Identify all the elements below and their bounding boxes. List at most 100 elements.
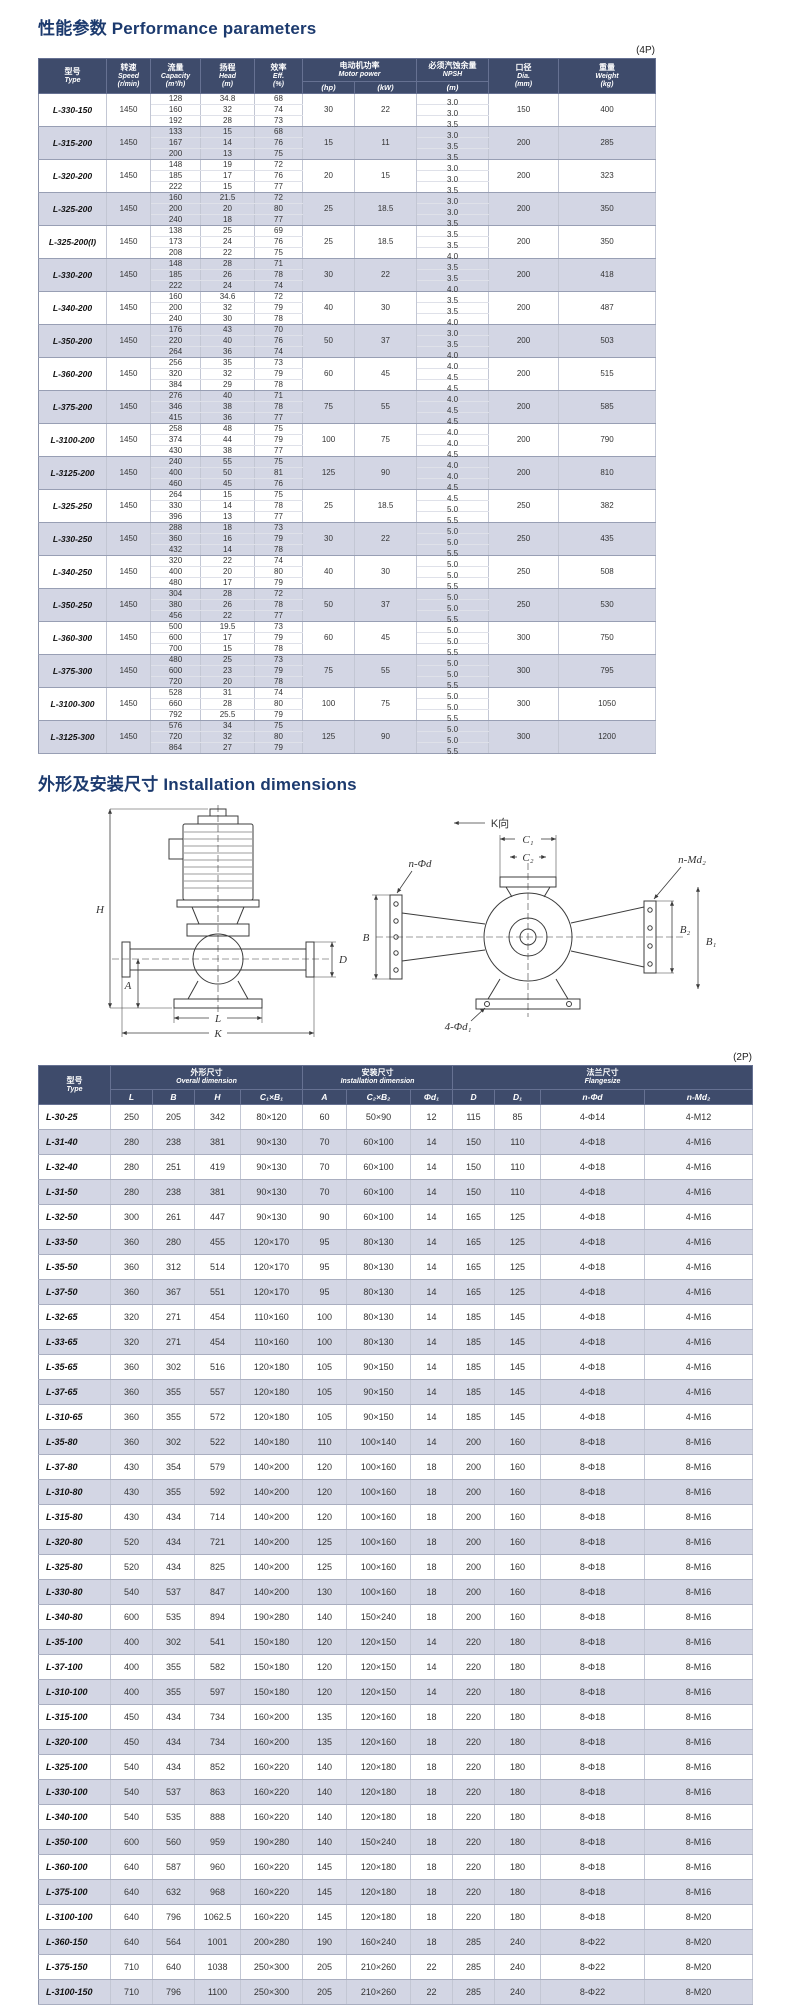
phi-d1-cell: 14 [410, 1229, 454, 1255]
dia-cell: 300 [488, 687, 559, 722]
dia-cell: 200 [488, 159, 559, 194]
h-cell: 551 [194, 1279, 241, 1305]
col-header-c2b2: C₂×B₂ [346, 1088, 411, 1105]
n-phi-d-cell: 8-Φ22 [540, 1979, 646, 2005]
a-cell: 70 [302, 1154, 347, 1180]
d1-cell: 160 [494, 1479, 542, 1505]
l-cell: 430 [110, 1504, 153, 1530]
capacity-cell: 264 [150, 346, 201, 359]
l-cell: 640 [110, 1929, 153, 1955]
d1-cell: 160 [494, 1454, 542, 1480]
a-cell: 140 [302, 1804, 347, 1830]
dia-cell: 250 [488, 522, 559, 557]
h-cell: 447 [194, 1204, 241, 1230]
eff-cell: 75 [254, 489, 303, 502]
weight-cell: 750 [558, 621, 656, 656]
npsh-cell: 5.0 [416, 588, 489, 602]
d-cell: 220 [452, 1804, 496, 1830]
n-md2-cell: 4-M16 [644, 1304, 754, 1330]
eff-cell: 79 [254, 632, 303, 645]
model-cell: L-340-200 [38, 291, 107, 326]
npsh-cell: 5.0 [416, 621, 489, 635]
l-cell: 430 [110, 1454, 153, 1480]
n-md2-cell: 4-M16 [644, 1254, 754, 1280]
d1-cell: 180 [494, 1854, 542, 1880]
c1b1-cell: 120×170 [240, 1229, 303, 1255]
c2b2-cell: 100×160 [346, 1529, 411, 1555]
d-cell: 220 [452, 1754, 496, 1780]
capacity-cell: 148 [150, 258, 201, 271]
a-cell: 120 [302, 1654, 347, 1680]
head-cell: 18 [200, 522, 255, 535]
npsh-cell: 5.5 [416, 643, 489, 657]
n-md2-cell: 8-M16 [644, 1454, 754, 1480]
l-cell: 640 [110, 1879, 153, 1905]
npsh-value: 3.5 [446, 307, 459, 317]
d1-cell: 145 [494, 1354, 542, 1380]
dia-header-zh: 口径 [515, 62, 532, 72]
eff-cell: 78 [254, 544, 303, 557]
l-cell: 320 [110, 1304, 153, 1330]
model-cell: L-360-100 [38, 1854, 111, 1880]
c1b1-cell: 110×160 [240, 1304, 303, 1330]
npsh-cell: 4.5 [416, 401, 489, 416]
n-md2-cell: 8-M16 [644, 1704, 754, 1730]
npsh-cell: 3.5 [416, 258, 489, 272]
weight-cell: 585 [558, 390, 656, 425]
npsh-cell: 4.0 [416, 346, 489, 360]
eff-cell: 79 [254, 302, 303, 315]
d-cell: 285 [452, 1929, 496, 1955]
eff-cell: 71 [254, 390, 303, 403]
h-cell: 863 [194, 1779, 241, 1805]
npsh-cell: 4.0 [416, 280, 489, 294]
l-cell: 280 [110, 1129, 153, 1155]
eff-cell: 71 [254, 258, 303, 271]
a-cell: 100 [302, 1329, 347, 1355]
npsh-value: 3.5 [446, 274, 459, 284]
speed-cell: 1450 [106, 258, 151, 293]
d-cell: 220 [452, 1629, 496, 1655]
l-cell: 640 [110, 1854, 153, 1880]
npsh-value: 4.5 [446, 406, 459, 416]
b-cell: 434 [152, 1554, 195, 1580]
n-phi-d-cell: 8-Φ18 [540, 1779, 646, 1805]
c1b1-cell: 140×200 [240, 1454, 303, 1480]
c1b1-cell: 160×200 [240, 1729, 303, 1755]
eff-cell: 73 [254, 522, 303, 535]
h-cell: 557 [194, 1379, 241, 1405]
h-cell: 592 [194, 1479, 241, 1505]
b-cell: 251 [152, 1154, 195, 1180]
model-cell: L-3125-200 [38, 456, 107, 491]
d-cell: 185 [452, 1354, 496, 1380]
eff-cell: 68 [254, 126, 303, 139]
c1b1-cell: 120×180 [240, 1404, 303, 1430]
b-cell: 238 [152, 1129, 195, 1155]
npsh-value: 5.0 [446, 692, 459, 702]
model-cell: L-330-80 [38, 1579, 111, 1605]
speed-cell: 1450 [106, 522, 151, 557]
eff-cell: 79 [254, 577, 303, 590]
eff-cell: 73 [254, 115, 303, 128]
phi-d1-cell: 14 [410, 1254, 454, 1280]
c2b2-cell: 60×100 [346, 1129, 411, 1155]
n-phi-d-cell: 8-Φ18 [540, 1604, 646, 1630]
speed-cell: 1450 [106, 588, 151, 623]
npsh-cell: 5.0 [416, 720, 489, 734]
head-cell: 43 [200, 324, 255, 337]
capacity-cell: 384 [150, 379, 201, 392]
npsh-value: 4.0 [446, 252, 459, 262]
n-md2-cell: 8-M16 [644, 1604, 754, 1630]
d-cell: 220 [452, 1829, 496, 1855]
phi-d1-cell: 14 [410, 1404, 454, 1430]
